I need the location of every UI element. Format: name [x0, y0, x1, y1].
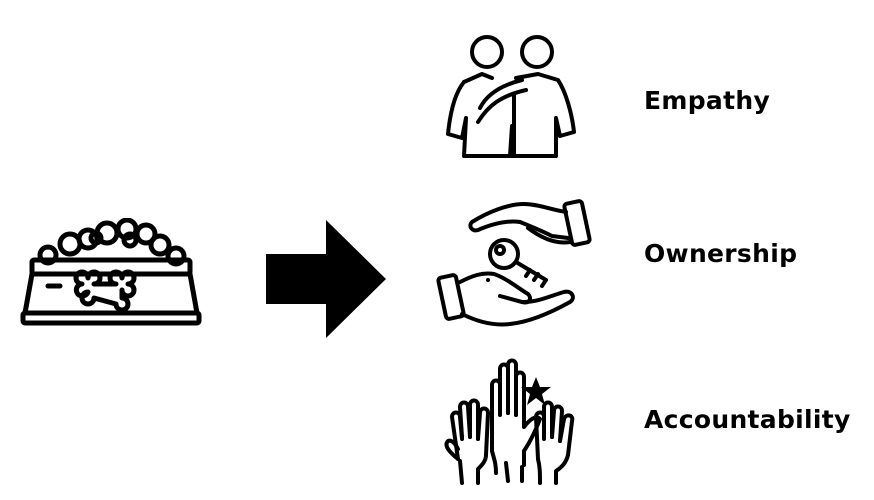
- pet-food-bowl-icon: [20, 218, 202, 326]
- label-accountability: Accountability: [644, 405, 851, 434]
- label-ownership: Ownership: [644, 239, 798, 268]
- raised-hands-star-icon: [444, 358, 575, 485]
- right-arrow-icon: [266, 220, 386, 338]
- label-empathy: Empathy: [644, 86, 771, 115]
- hands-passing-key-icon: [436, 199, 592, 327]
- supportive-friends-icon: [446, 35, 576, 158]
